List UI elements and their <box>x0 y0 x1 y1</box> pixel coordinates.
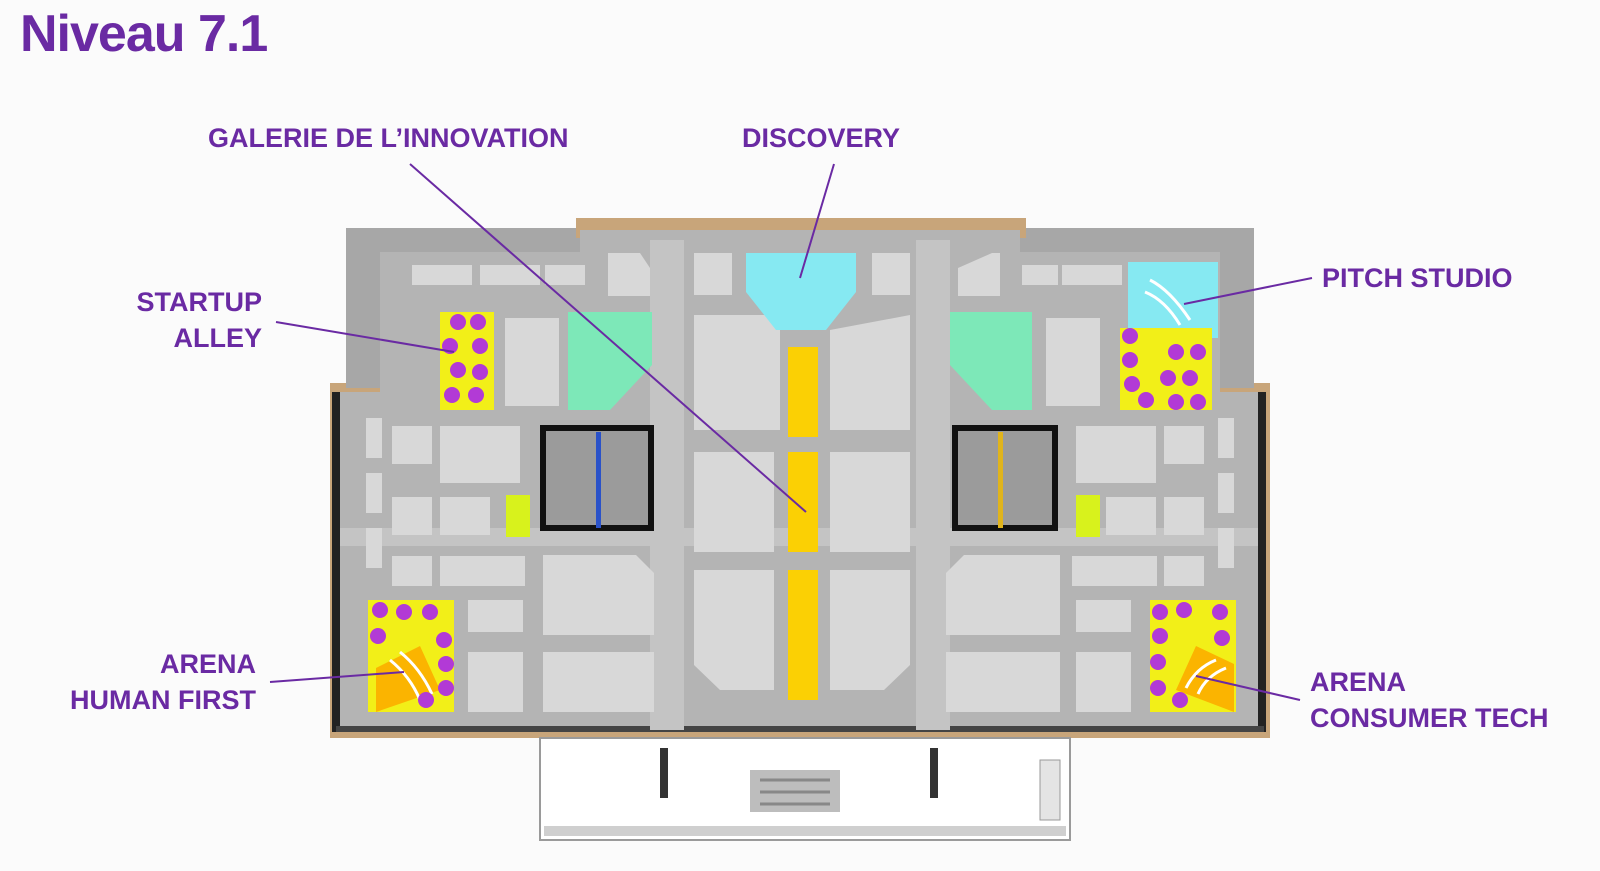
label-startup-alley: STARTUP ALLEY <box>112 284 263 356</box>
label-pitch-studio: PITCH STUDIO <box>1322 260 1513 296</box>
green-zone-right <box>950 312 1032 410</box>
label-arena-consumer-tech: ARENA CONSUMER TECH <box>1310 664 1549 736</box>
galerie-zone <box>788 347 818 700</box>
pitch-studio-zone <box>1120 262 1218 410</box>
label-line: DISCOVERY <box>742 123 901 153</box>
label-line: ALLEY <box>173 323 262 353</box>
label-line: STARTUP <box>136 287 263 317</box>
arena-human-first-zone <box>368 600 454 712</box>
label-line: ARENA <box>159 649 256 679</box>
green-zone-left <box>568 312 652 410</box>
label-line: PITCH STUDIO <box>1322 263 1513 293</box>
central-pits <box>540 425 1058 531</box>
entrance-area <box>539 737 1071 841</box>
label-line: CONSUMER TECH <box>1310 703 1549 733</box>
discovery-zone <box>746 253 856 330</box>
booths <box>366 253 1234 712</box>
label-discovery: DISCOVERY <box>742 120 900 156</box>
label-line: GALERIE DE L’INNOVATION <box>208 123 569 153</box>
lime-booth-right <box>1076 495 1100 537</box>
leader-lines <box>269 163 1313 701</box>
label-galerie-innovation: GALERIE DE L’INNOVATION <box>208 120 569 156</box>
arena-consumer-tech-zone <box>1150 600 1236 712</box>
label-arena-human-first: ARENA HUMAN FIRST <box>40 646 256 718</box>
lime-booth-left <box>506 495 530 537</box>
startup-alley-zone <box>440 312 494 410</box>
label-line: ARENA <box>1310 667 1407 697</box>
page-title: Niveau 7.1 <box>20 5 268 63</box>
label-line: HUMAN FIRST <box>70 685 256 715</box>
